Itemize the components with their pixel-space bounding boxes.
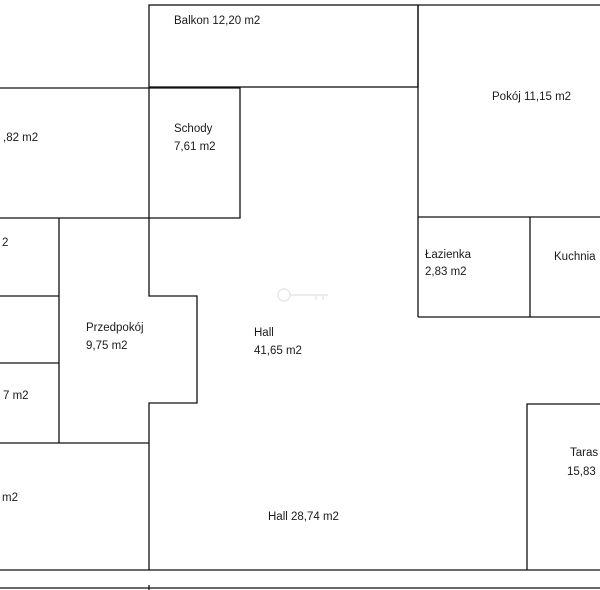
room-area-schody: 7,61 m2 [174, 141, 216, 153]
room-area-taras: 15,83 [567, 466, 596, 478]
wall-taras [526, 403, 600, 570]
room-label-schody: Schody [174, 123, 213, 135]
room-area-hall: 41,65 m2 [254, 345, 302, 357]
room-area-left-2: 2 [2, 237, 9, 249]
room-label-hall: Hall [254, 327, 274, 339]
wall-przedpokoj [148, 218, 198, 443]
room-area-top-left: ,82 m2 [3, 132, 39, 144]
room-area-przedpokoj: 9,75 m2 [86, 340, 128, 352]
room-area-left-5: m2 [2, 492, 18, 504]
room-label-przedpokoj: Przedpokój [86, 322, 144, 334]
wall-top-left-room [0, 87, 150, 219]
room-area-left-4: 7 m2 [3, 390, 29, 402]
room-label-balkon: Balkon 12,20 m2 [174, 15, 261, 27]
room-label-taras: Taras [570, 447, 599, 459]
room-label-pokoj: Pokój 11,15 m2 [492, 91, 572, 103]
room-label-kuchnia: Kuchnia [554, 251, 596, 263]
room-label-lazienka: Łazienka [425, 249, 472, 261]
room-area-lazienka: 2,83 m2 [425, 266, 467, 278]
room-label-hall-lower: Hall 28,74 m2 [268, 511, 339, 523]
wall-schody [149, 87, 241, 219]
key-icon [277, 288, 328, 302]
